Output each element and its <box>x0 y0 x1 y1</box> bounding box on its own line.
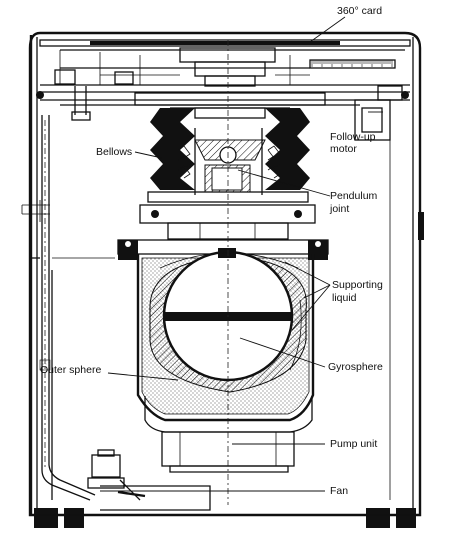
label-gyrosphere: Gyrosphere <box>328 361 383 373</box>
sphere-housing <box>117 239 329 422</box>
label-card: 360° card <box>337 5 382 17</box>
label-pendulum-1: Pendulum <box>330 190 378 202</box>
label-followup-1: Follow-up <box>330 131 376 143</box>
cabinet <box>28 31 424 528</box>
label-supporting-1: Supporting <box>332 279 383 291</box>
label-outer-sphere: Outer sphere <box>40 364 101 376</box>
labels: 360° card Follow-up motor Bellows Pendul… <box>40 5 383 497</box>
label-followup-2: motor <box>330 143 357 155</box>
label-fan: Fan <box>330 485 348 497</box>
label-pendulum-2: joint <box>329 203 349 215</box>
top-assembly <box>36 39 411 141</box>
label-bellows: Bellows <box>96 146 132 158</box>
label-supporting-2: liquid <box>332 292 357 304</box>
fan-assembly <box>87 449 211 511</box>
cable-conduit <box>21 115 96 501</box>
bellows <box>150 107 310 195</box>
support-plate <box>139 191 316 240</box>
label-pump-unit: Pump unit <box>330 438 377 450</box>
